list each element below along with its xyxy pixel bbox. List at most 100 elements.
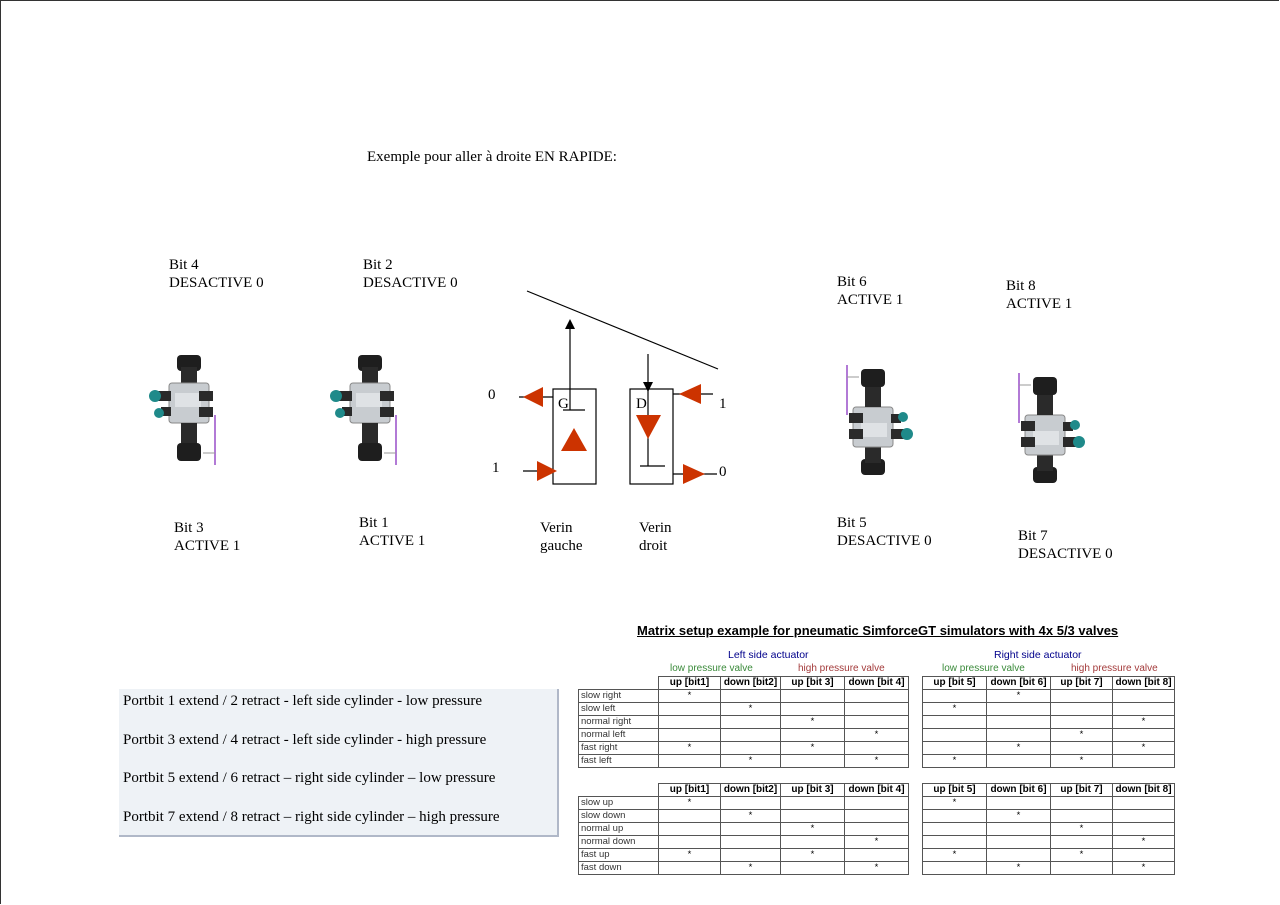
bit8-label: Bit 8 ACTIVE 1 (1006, 277, 1072, 313)
marked-cell: * (844, 728, 909, 742)
empty-cell (1050, 715, 1113, 729)
bit4-name: Bit 4 (169, 257, 199, 273)
marked-cell: * (1112, 741, 1175, 755)
empty-cell (1112, 848, 1175, 862)
column-header: down [bit 8] (1112, 783, 1175, 797)
empty-cell (986, 822, 1051, 836)
empty-cell (720, 728, 781, 742)
table-row: fast up**** (578, 848, 1175, 862)
empty-cell (1112, 702, 1175, 716)
marked-cell: * (986, 809, 1051, 823)
portbit-line-4: Portbit 7 extend / 8 retract – right sid… (123, 809, 500, 825)
empty-cell (922, 861, 987, 875)
bit2-state: DESACTIVE 0 (363, 275, 458, 291)
bit8-state: ACTIVE 1 (1006, 296, 1073, 312)
empty-cell (844, 741, 909, 755)
empty-cell (986, 848, 1051, 862)
empty-cell (922, 715, 987, 729)
bit7-name: Bit 7 (1018, 528, 1048, 544)
table-row: slow right** (578, 689, 1175, 703)
bit3-name: Bit 3 (174, 520, 204, 536)
column-gap (909, 755, 923, 768)
empty-cell (780, 835, 845, 849)
right-bottom-port-arrow (683, 464, 705, 484)
row-label: normal down (578, 835, 659, 849)
linkage-line (526, 290, 719, 370)
row-label: slow down (578, 809, 659, 823)
empty-cell (658, 702, 721, 716)
empty-cell (1050, 861, 1113, 875)
marked-cell: * (986, 861, 1051, 875)
empty-cell (1050, 689, 1113, 703)
marked-cell: * (658, 848, 721, 862)
table2-table: up [bit1]down [bit2]up [bit 3]down [bit … (578, 783, 1175, 875)
empty-cell (1112, 796, 1175, 810)
header-blank-cell (579, 784, 659, 797)
empty-cell (720, 848, 781, 862)
empty-cell (720, 689, 781, 703)
row-label: slow right (578, 689, 659, 703)
bit6-label: Bit 6 ACTIVE 1 (837, 273, 903, 309)
row-label: normal right (578, 715, 659, 729)
empty-cell (986, 754, 1051, 768)
left-bottom-port-value: 1 (492, 460, 500, 476)
empty-cell (658, 809, 721, 823)
column-gap (909, 677, 923, 690)
empty-cell (780, 702, 845, 716)
bit7-state: DESACTIVE 0 (1018, 546, 1113, 562)
cylinder-schematic (519, 290, 719, 485)
left-cylinder-caption-2: gauche (540, 538, 583, 554)
marked-cell: * (844, 754, 909, 768)
marked-cell: * (1112, 861, 1175, 875)
left-cylinder-caption-1: Verin (540, 520, 573, 536)
marked-cell: * (844, 835, 909, 849)
bit5-state: DESACTIVE 0 (837, 533, 932, 549)
column-header: down [bit2] (720, 783, 781, 797)
valve-bits-3-4-image (149, 355, 216, 465)
empty-cell (1050, 702, 1113, 716)
marked-cell: * (922, 702, 987, 716)
left-cylinder-caption: Verin gauche (540, 519, 582, 555)
empty-cell (658, 715, 721, 729)
row-label: normal left (578, 728, 659, 742)
column-header: up [bit 5] (922, 783, 987, 797)
empty-cell (720, 835, 781, 849)
marked-cell: * (1050, 728, 1113, 742)
empty-cell (844, 848, 909, 862)
empty-cell (922, 835, 987, 849)
bit3-state: ACTIVE 1 (174, 538, 241, 554)
table1-table: up [bit1]down [bit2]up [bit 3]down [bit … (578, 676, 1175, 768)
empty-cell (986, 835, 1051, 849)
empty-cell (780, 754, 845, 768)
down-arrow-icon (643, 382, 653, 392)
bit2-label: Bit 2 DESACTIVE 0 (363, 256, 458, 292)
marked-cell: * (780, 822, 845, 836)
empty-cell (780, 861, 845, 875)
empty-cell (1050, 796, 1113, 810)
column-header: down [bit2] (720, 676, 781, 690)
left-low-pressure-label: low pressure valve (670, 663, 753, 674)
marked-cell: * (1050, 848, 1113, 862)
left-top-port-arrow (523, 387, 543, 407)
table-row: slow up** (578, 796, 1175, 810)
bit6-name: Bit 6 (837, 274, 867, 290)
column-gap (909, 823, 923, 836)
empty-cell (720, 796, 781, 810)
empty-cell (986, 715, 1051, 729)
empty-cell (1050, 835, 1113, 849)
empty-cell (1112, 754, 1175, 768)
empty-cell (658, 835, 721, 849)
empty-cell (720, 741, 781, 755)
marked-cell: * (844, 861, 909, 875)
empty-cell (1112, 689, 1175, 703)
marked-cell: * (780, 741, 845, 755)
marked-cell: * (780, 715, 845, 729)
page-heading: Exemple pour aller à droite EN RAPIDE: (367, 149, 617, 165)
valve-bits-1-2-image (330, 355, 397, 465)
column-header: up [bit 3] (780, 676, 845, 690)
marked-cell: * (986, 741, 1051, 755)
empty-cell (658, 822, 721, 836)
row-label: fast down (578, 861, 659, 875)
right-cylinder-caption-2: droit (639, 538, 668, 554)
